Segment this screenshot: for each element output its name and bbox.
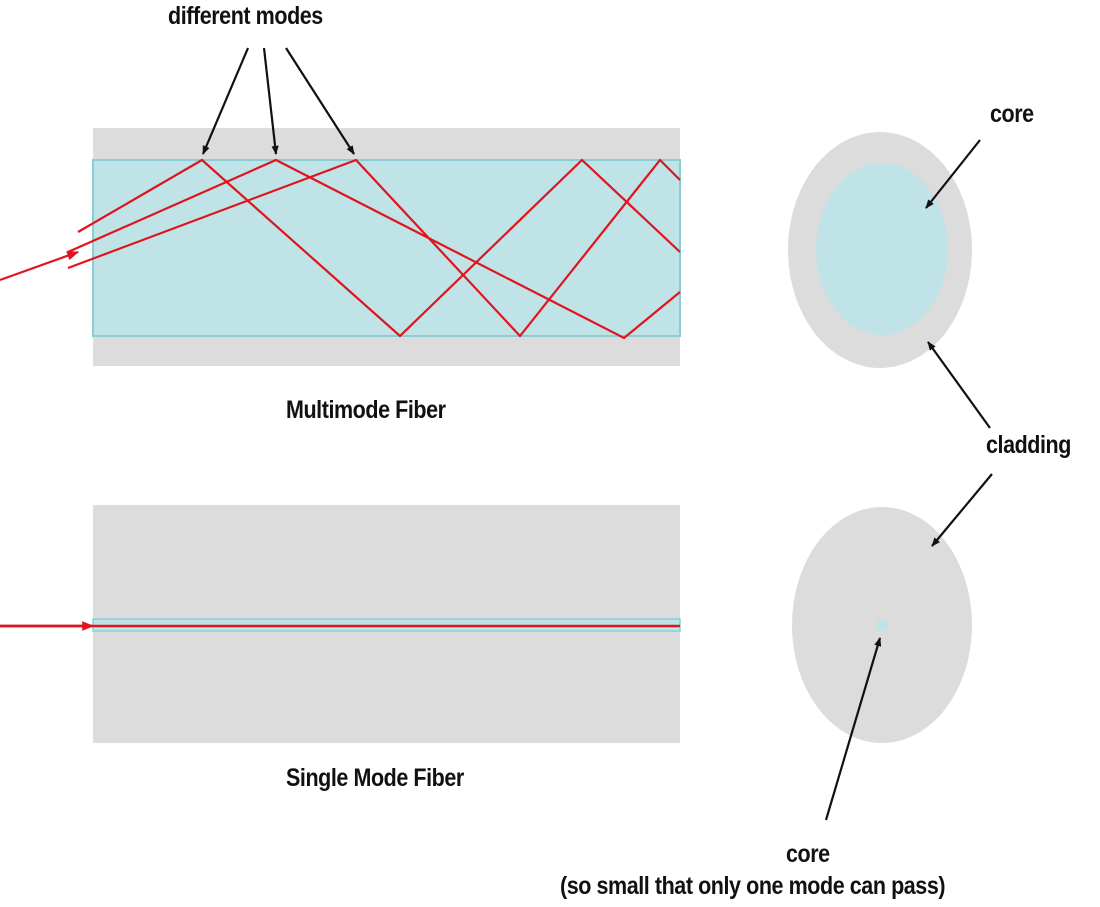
- ray-mode-3: [67, 158, 681, 338]
- multimode-cross-section: [788, 132, 972, 368]
- core-bottom-arrow-icon: [824, 637, 882, 821]
- core-label-top: core: [990, 100, 1034, 128]
- mode-arrow-1: [201, 47, 250, 155]
- single-mode-cross-section: [792, 507, 972, 743]
- cladding-up-arrow-icon: [927, 341, 991, 429]
- multimode-fiber: [92, 128, 681, 366]
- ray-mode-2: [67, 158, 681, 340]
- label-arrows: [824, 139, 993, 821]
- cladding-label: cladding: [986, 431, 1071, 459]
- core-label-bottom: core: [786, 840, 830, 868]
- multimode-core: [92, 159, 681, 337]
- different-modes-arrows: [201, 47, 355, 155]
- core-bottom-note: (so small that only one mode can pass): [560, 872, 946, 900]
- different-modes-label: different modes: [168, 2, 323, 30]
- single-mode-cross-core: [876, 619, 888, 631]
- multimode-fiber-title: Multimode Fiber: [286, 396, 446, 424]
- incident-ray-icon: [0, 250, 80, 282]
- cladding-down-arrow-icon: [931, 473, 993, 547]
- single-mode-fiber: [0, 505, 681, 743]
- multimode-light-rays: [0, 158, 681, 340]
- mode-arrow-2: [262, 47, 279, 155]
- multimode-cross-core: [816, 163, 948, 335]
- core-top-arrow-icon: [925, 139, 981, 209]
- mode-arrow-3: [285, 47, 355, 155]
- single-mode-fiber-title: Single Mode Fiber: [286, 764, 464, 792]
- ray-mode-1: [77, 158, 681, 338]
